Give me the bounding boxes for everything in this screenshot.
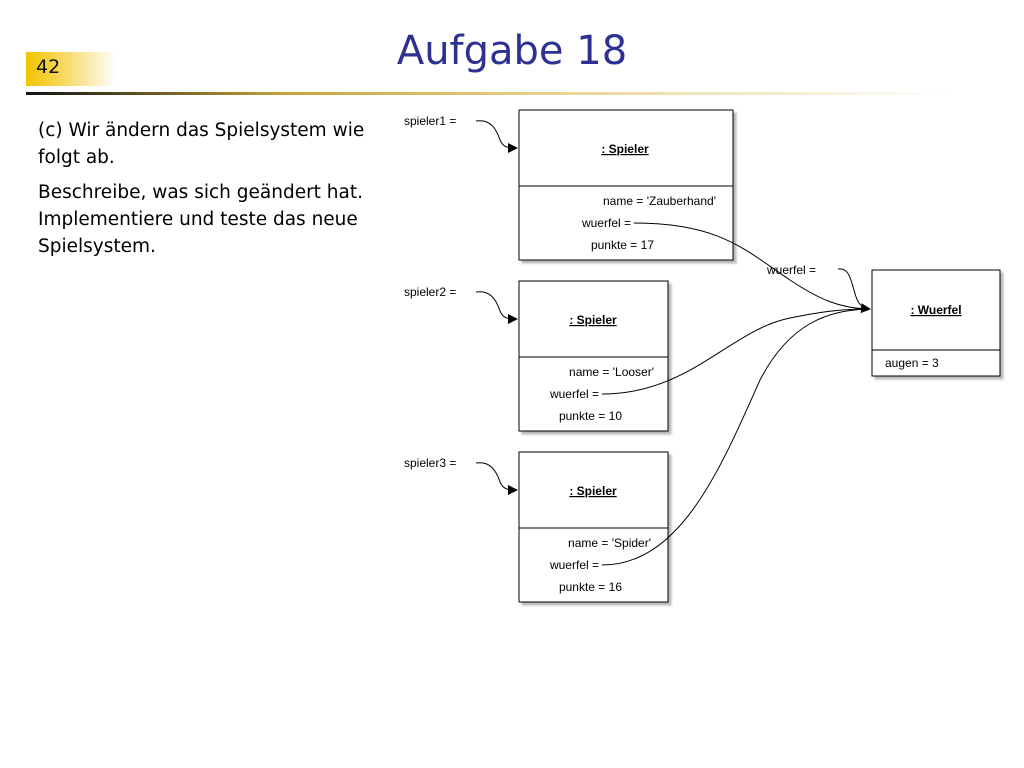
spieler2-box: [518, 280, 669, 432]
spieler2-variable-label: spieler2 =: [404, 285, 456, 299]
wuerfel-title: : Wuerfel: [910, 303, 961, 317]
spieler3-wuerfel-reference: [601, 308, 869, 566]
spieler2-object: spieler2 = : Spieler name = 'Looser' wue…: [404, 280, 669, 432]
spieler1-box: [518, 109, 734, 261]
spieler3-wuerfel-row: wuerfel =: [549, 558, 599, 572]
slide-title: Aufgabe 18: [396, 28, 628, 74]
spieler2-punkte-row: punkte = 10: [559, 409, 622, 423]
wuerfel-augen-row: augen = 3: [885, 356, 939, 370]
spieler3-name-row: name = 'Spider': [568, 536, 651, 550]
wuerfel-object: wuerfel = : Wuerfel augen = 3: [766, 263, 1001, 377]
spieler3-variable-label: spieler3 =: [404, 456, 456, 470]
spieler2-name-row: name = 'Looser': [569, 365, 654, 379]
spieler2-wuerfel-reference: [601, 308, 869, 395]
spieler3-title: : Spieler: [569, 484, 617, 498]
spieler1-wuerfel-row: wuerfel =: [581, 216, 631, 230]
slide-number-highlight: [26, 52, 116, 86]
wuerfel-variable-arrow: [837, 268, 871, 314]
spieler2-reference-arrow: [475, 291, 518, 324]
spieler3-object: spieler3 = : Spieler name = 'Spider' wue…: [404, 451, 669, 603]
slide-number: 42: [36, 56, 61, 78]
task-paragraph-1: (c) Wir ändern das Spielsystem wie folgt…: [38, 120, 365, 168]
spieler1-wuerfel-reference: [633, 222, 869, 310]
wuerfel-box: [871, 269, 1001, 377]
spieler1-name-row: name = 'Zauberhand': [603, 194, 716, 208]
spieler1-punkte-row: punkte = 17: [591, 238, 654, 252]
spieler1-object: spieler1 = : Spieler name = 'Zauberhand'…: [404, 109, 734, 261]
spieler1-reference-arrow: [475, 120, 518, 153]
spieler2-title: : Spieler: [569, 313, 617, 327]
title-divider: [26, 92, 956, 95]
spieler3-reference-arrow: [475, 462, 518, 495]
spieler3-punkte-row: punkte = 16: [559, 580, 622, 594]
task-paragraph-2: Beschreibe, was sich geändert hat. Imple…: [38, 182, 364, 257]
spieler1-title: : Spieler: [601, 142, 649, 156]
task-text: (c) Wir ändern das Spielsystem wie folgt…: [38, 117, 368, 268]
wuerfel-variable-label: wuerfel =: [766, 263, 816, 277]
spieler1-variable-label: spieler1 =: [404, 114, 456, 128]
spieler2-wuerfel-row: wuerfel =: [549, 387, 599, 401]
spieler3-box: [518, 451, 669, 603]
